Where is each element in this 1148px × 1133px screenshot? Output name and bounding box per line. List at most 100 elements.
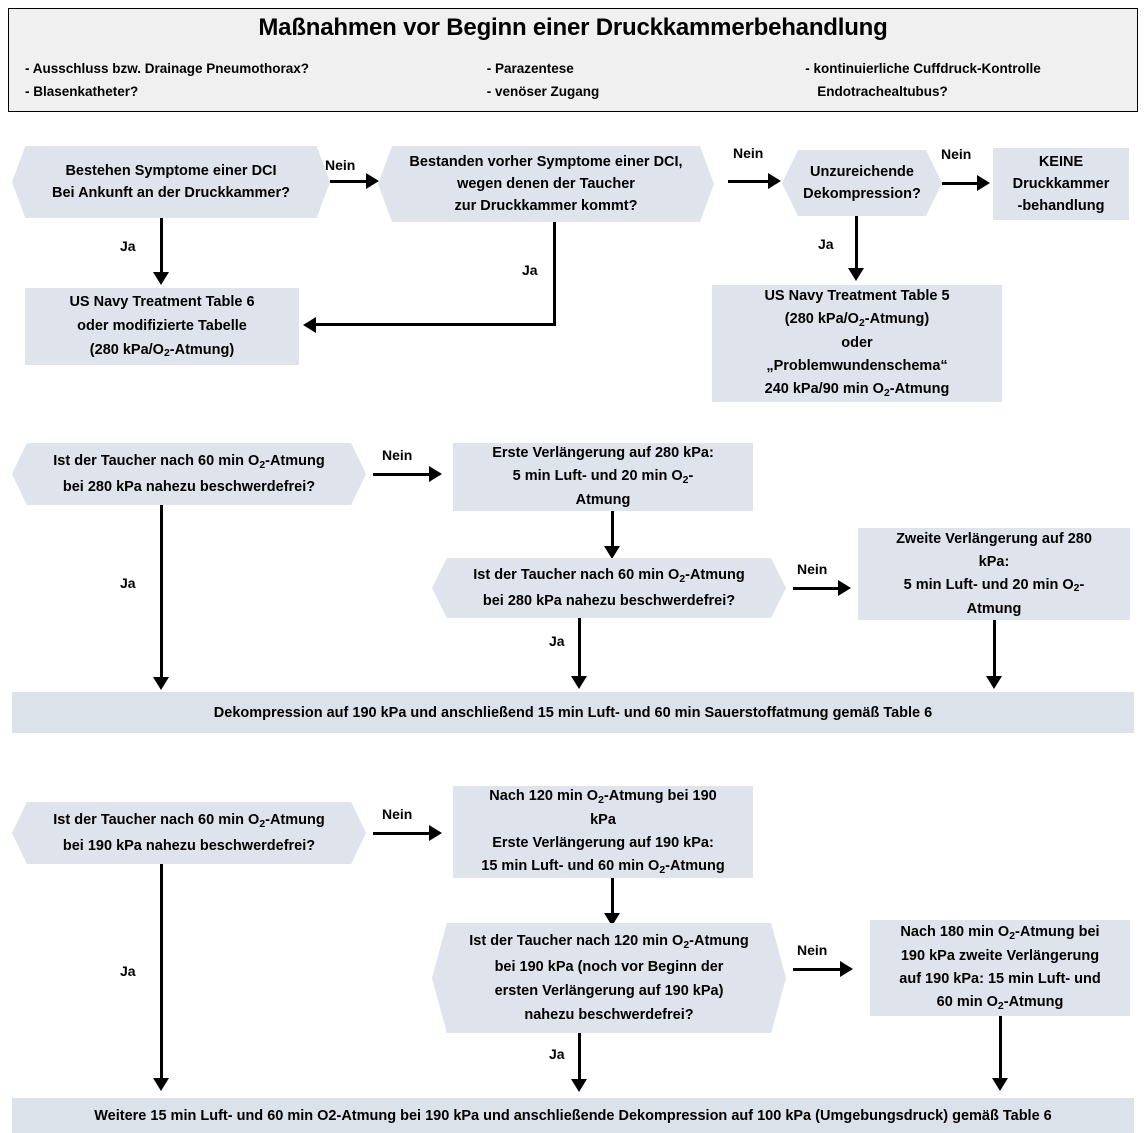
edge-ext2-bar-280 <box>993 620 996 678</box>
node-text: Dekompression auf 190 kPa und anschließe… <box>213 704 933 721</box>
node-text-line-o2: (280 kPa/O2-Atmung) <box>89 341 235 360</box>
node-text: Bestanden vorher Symptome einer DCI, weg… <box>409 154 683 214</box>
node-text-line-o2: 60 min O2-Atmung <box>936 994 1064 1012</box>
node-text: US Navy Treatment Table 6 oder modifizie… <box>25 290 299 364</box>
edge-label-nein: Nein <box>382 806 413 822</box>
arrow-right-icon <box>366 173 379 189</box>
decision-60min-280kpa-second: Ist der Taucher nach 60 min O2-Atmung be… <box>432 558 786 618</box>
decision-60min-190kpa: Ist der Taucher nach 60 min O2-Atmung be… <box>12 802 366 864</box>
node-text-line-o2: Ist der Taucher nach 60 min O2-Atmung <box>473 567 745 585</box>
edge-d4-bar-ja <box>160 505 163 679</box>
decision-vorher-symptome: Bestanden vorher Symptome einer DCI, weg… <box>378 146 714 222</box>
edge-d2-table6-horizontal <box>316 323 556 326</box>
node-text-line-o2: 15 min Luft- und 60 min O2-Atmung <box>481 858 725 876</box>
node-text: Weitere 15 min Luft- und 60 min O2-Atmun… <box>94 1107 1052 1124</box>
node-text: Erste Verlängerung auf 280 kPa: 5 min Lu… <box>453 442 753 512</box>
edge-d3-keine <box>942 182 980 185</box>
node-text-line-o2: Nach 180 min O2-Atmung bei <box>900 924 1100 942</box>
edge-label-nein: Nein <box>941 146 972 162</box>
edge-label-ja: Ja <box>818 236 834 252</box>
edge-label-ja: Ja <box>120 963 136 979</box>
node-text-line-o2: 5 min Luft- und 20 min O2- <box>512 468 694 486</box>
edge-ext1-d7-190 <box>611 878 614 916</box>
arrow-down-icon <box>153 1078 169 1091</box>
edge-d2-table6-vertical <box>553 222 556 326</box>
arrow-down-icon <box>153 272 169 285</box>
node-text: KEINE Druckkammer -behandlung <box>1012 154 1110 214</box>
process-us-navy-table-5: US Navy Treatment Table 5 (280 kPa/O2-At… <box>712 285 1002 402</box>
node-text: Unzureichende Dekompression? <box>803 164 921 202</box>
edge-d5-bar-ja <box>578 618 581 678</box>
node-text: Ist der Taucher nach 60 min O2-Atmung be… <box>12 808 366 858</box>
edge-label-nein: Nein <box>797 942 828 958</box>
arrow-down-icon <box>986 676 1002 689</box>
node-text-line-o2: (280 kPa/O2-Atmung) <box>784 311 930 329</box>
node-text: Nach 180 min O2-Atmung bei 190 kPa zweit… <box>870 921 1130 1015</box>
header-item: - venöser Zugang <box>486 84 600 99</box>
process-keine-druckkammerbehandlung: KEINE Druckkammer -behandlung <box>993 148 1129 220</box>
header-panel: Maßnahmen vor Beginn einer Druckkammerbe… <box>8 8 1138 112</box>
node-text: US Navy Treatment Table 5 (280 kPa/O2-At… <box>712 285 1002 402</box>
node-text: Ist der Taucher nach 60 min O2-Atmung be… <box>432 563 786 613</box>
header-checklist: - Ausschluss bzw. Drainage Pneumothorax?… <box>9 57 1137 103</box>
arrow-down-icon <box>848 268 864 281</box>
arrow-right-icon <box>840 961 853 977</box>
arrow-down-icon <box>571 1079 587 1092</box>
header-column-3: - kontinuierliche Cuffdruck-Kontrolle En… <box>787 57 1137 103</box>
decision-symptome-bei-ankunft: Bestehen Symptome einer DCI Bei Ankunft … <box>12 146 330 218</box>
node-text-line-o2: Ist der Taucher nach 60 min O2-Atmung <box>53 453 325 471</box>
node-text-line-o2: Ist der Taucher nach 120 min O2-Atmung <box>469 933 749 951</box>
process-erste-verlaengerung-280: Erste Verlängerung auf 280 kPa: 5 min Lu… <box>453 443 753 511</box>
node-text: Ist der Taucher nach 120 min O2-Atmung b… <box>432 929 786 1027</box>
arrow-down-icon <box>604 546 620 559</box>
node-text: Zweite Verlängerung auf 280 kPa: 5 min L… <box>858 528 1130 621</box>
arrow-down-icon <box>153 677 169 690</box>
edge-label-ja: Ja <box>120 238 136 254</box>
header-item: - Ausschluss bzw. Drainage Pneumothorax? <box>25 61 310 76</box>
decision-unzureichende-dekompression: Unzureichende Dekompression? <box>782 150 942 216</box>
edge-d7-ext2-190 <box>793 968 843 971</box>
edge-d2-d3 <box>728 180 770 183</box>
edge-label-nein: Nein <box>382 447 413 463</box>
header-column-2: - Parazentese - venöser Zugang <box>483 57 788 103</box>
arrow-right-icon <box>977 175 990 191</box>
node-text-line-o2: 5 min Luft- und 20 min O2- <box>903 576 1085 595</box>
process-zweite-verlaengerung-190: Nach 180 min O2-Atmung bei 190 kPa zweit… <box>870 920 1130 1016</box>
edge-d6-final-ja <box>160 864 163 1080</box>
decision-120min-190kpa: Ist der Taucher nach 120 min O2-Atmung b… <box>432 923 786 1033</box>
process-us-navy-table-6: US Navy Treatment Table 6 oder modifizie… <box>25 288 299 365</box>
edge-label-nein: Nein <box>797 561 828 577</box>
edge-label-ja: Ja <box>522 262 538 278</box>
arrow-right-icon <box>838 580 851 596</box>
arrow-right-icon <box>429 466 442 482</box>
header-item: - Parazentese <box>486 61 574 76</box>
process-weitere-15min-final: Weitere 15 min Luft- und 60 min O2-Atmun… <box>12 1098 1134 1133</box>
process-dekompression-190: Dekompression auf 190 kPa und anschließe… <box>12 692 1134 733</box>
node-text: Bestehen Symptome einer DCI Bei Ankunft … <box>52 163 290 201</box>
edge-d3-table5 <box>855 216 858 270</box>
process-erste-verlaengerung-190: Nach 120 min O2-Atmung bei 190 kPa Erste… <box>453 786 753 878</box>
decision-60min-280kpa: Ist der Taucher nach 60 min O2-Atmung be… <box>12 443 366 505</box>
header-item: - kontinuierliche Cuffdruck-Kontrolle <box>805 61 1041 76</box>
header-item: Endotrachealtubus? <box>817 84 948 99</box>
edge-d1-table6 <box>160 218 163 274</box>
arrow-down-icon <box>992 1078 1008 1091</box>
edge-d1-d2 <box>330 180 368 183</box>
arrow-right-icon <box>768 173 781 189</box>
edge-label-ja: Ja <box>549 633 565 649</box>
edge-d6-ext1-190 <box>373 832 431 835</box>
edge-ext2-final-190 <box>999 1016 1002 1080</box>
edge-label-ja: Ja <box>120 575 136 591</box>
process-zweite-verlaengerung-280: Zweite Verlängerung auf 280 kPa: 5 min L… <box>858 528 1130 620</box>
edge-label-ja: Ja <box>549 1046 565 1062</box>
node-text: Ist der Taucher nach 60 min O2-Atmung be… <box>12 449 366 499</box>
node-text-line-o2: Ist der Taucher nach 60 min O2-Atmung <box>53 812 325 830</box>
node-text-line-o2: 240 kPa/90 min O2-Atmung <box>764 381 950 399</box>
header-item: - Blasenkatheter? <box>25 84 139 99</box>
edge-d5-ext2-280 <box>793 587 841 590</box>
arrow-right-icon <box>429 825 442 841</box>
edge-label-nein: Nein <box>733 145 764 161</box>
edge-d7-final-ja <box>578 1033 581 1081</box>
arrow-left-icon <box>303 317 316 333</box>
